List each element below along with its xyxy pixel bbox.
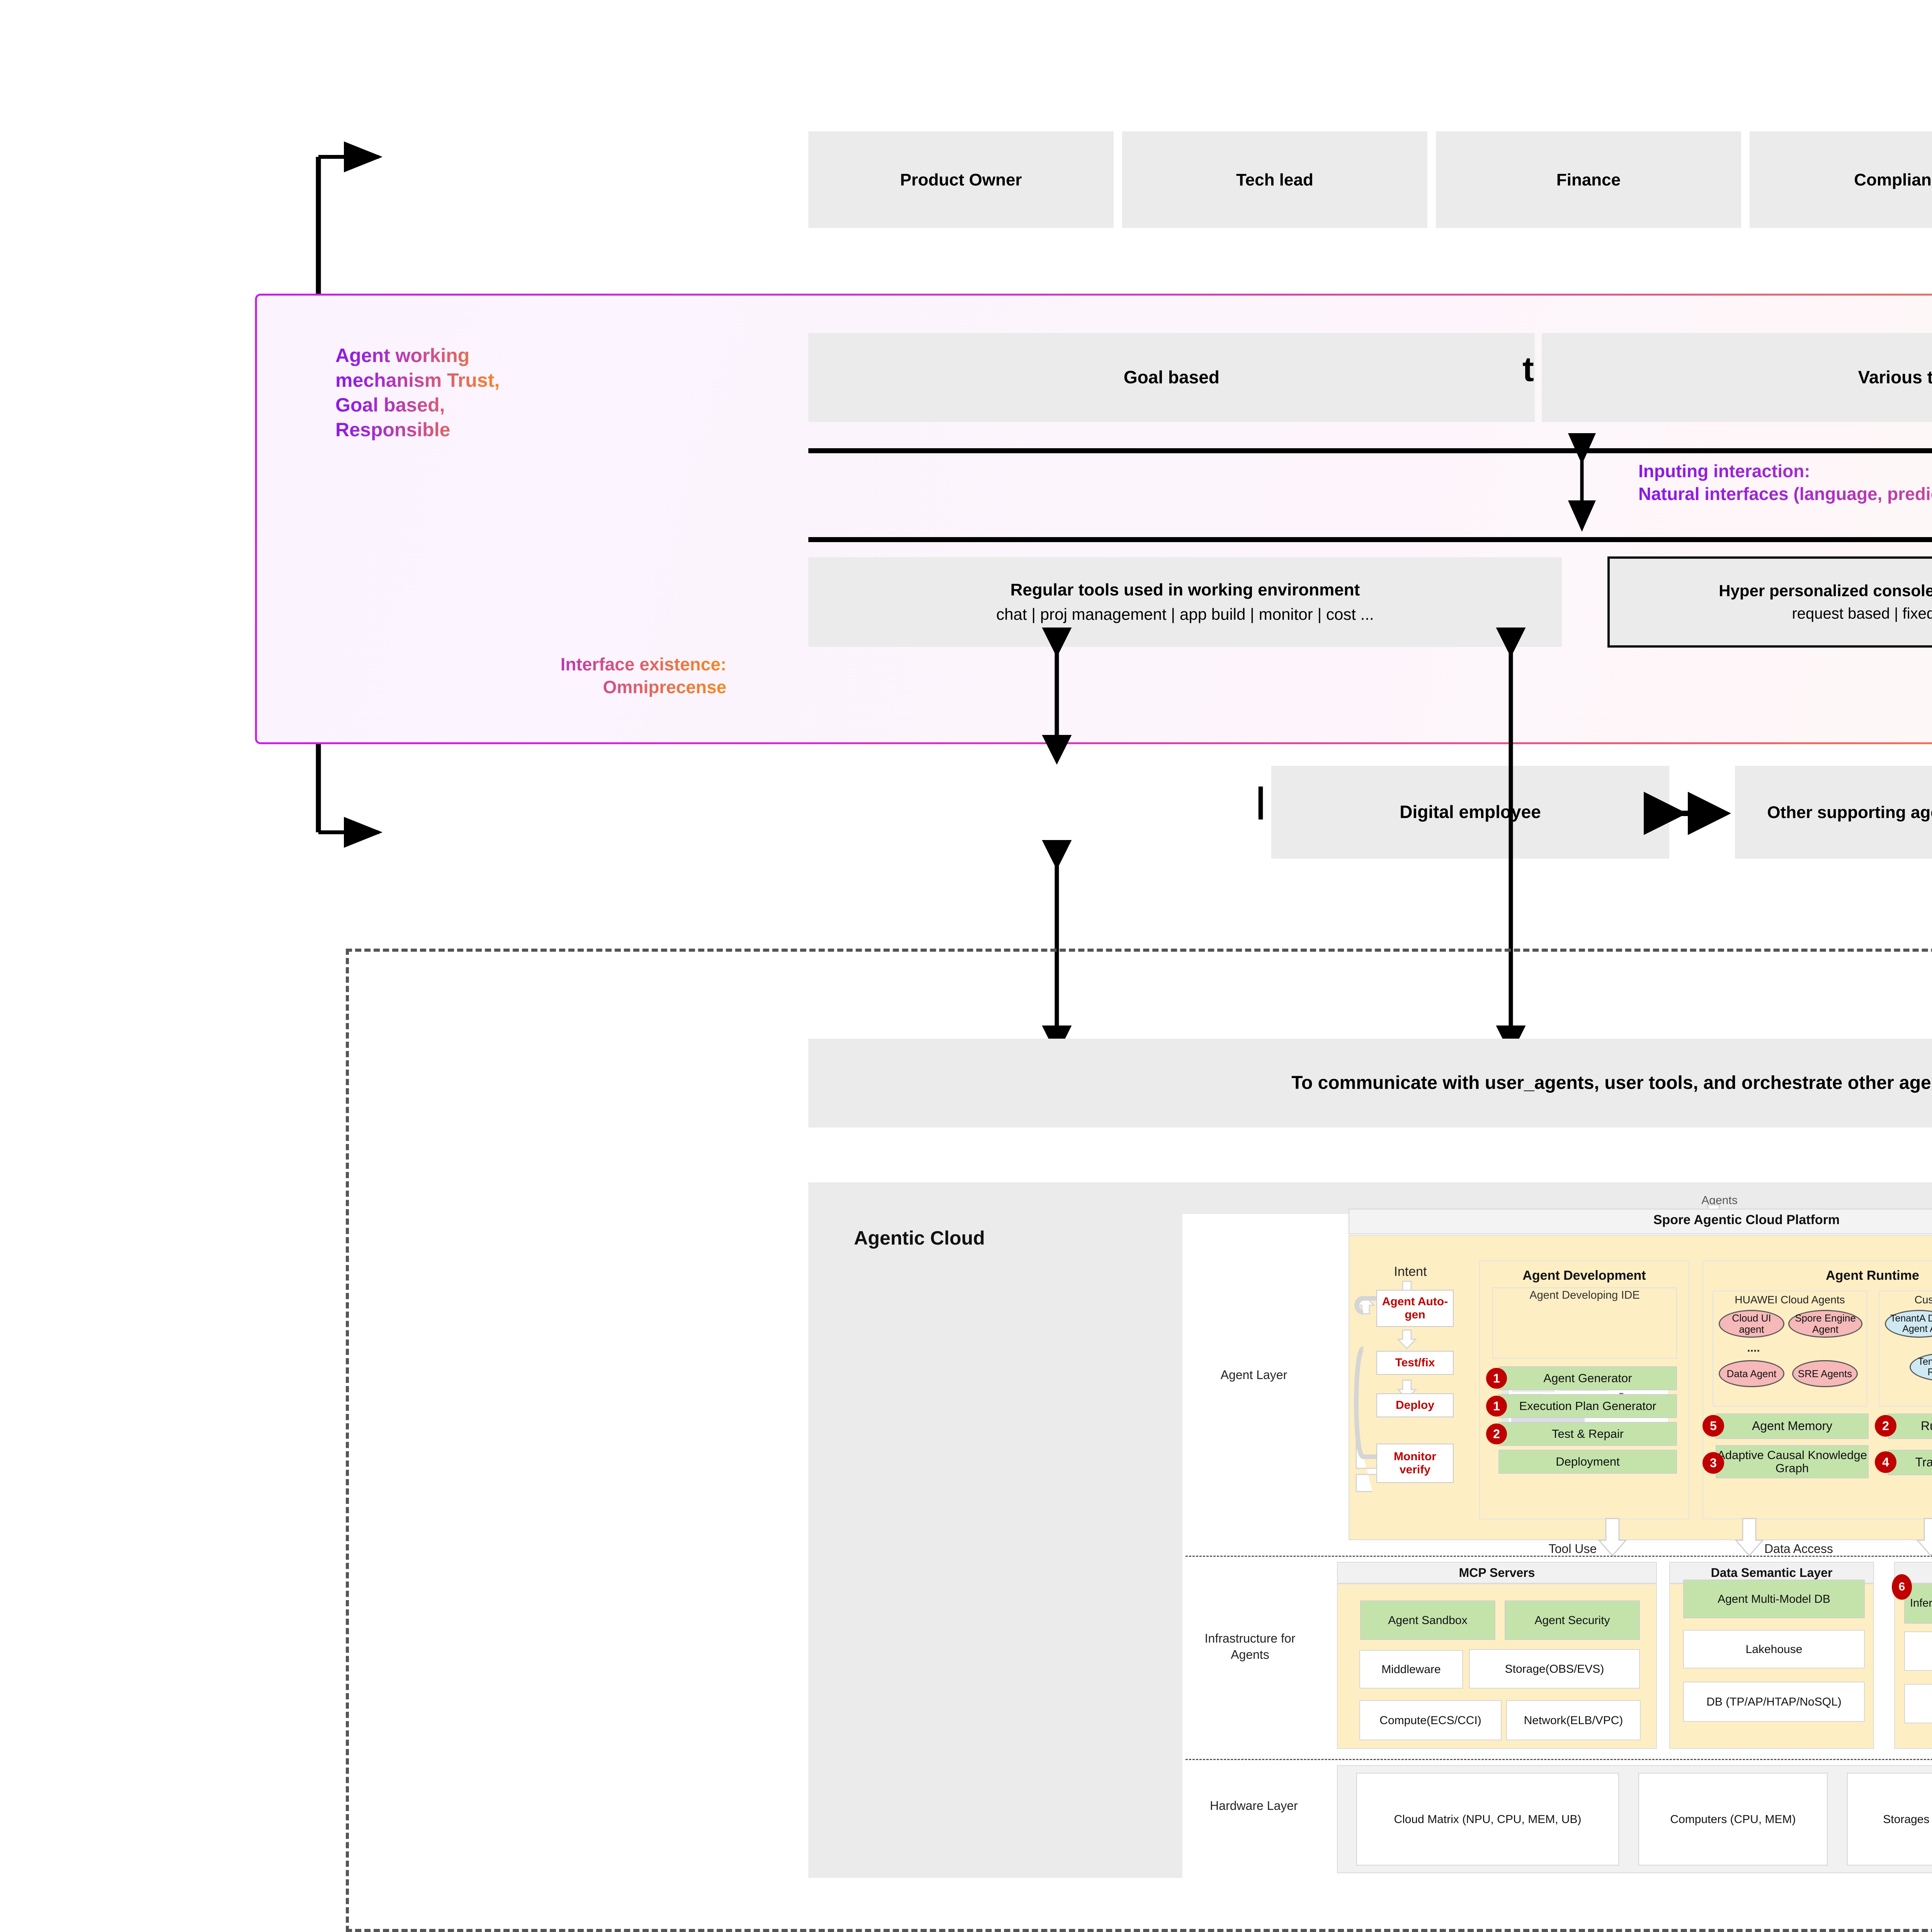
data-lakehouse[interactable]: Lakehouse (1683, 1630, 1865, 1668)
other-supporting-agents-box[interactable]: Other supporting agents (1735, 766, 1932, 859)
agent-runtime-title: Agent Runtime (1826, 1268, 1919, 1283)
stray-glyph-t: t (1522, 350, 1534, 389)
mcp-middleware[interactable]: Middleware (1359, 1650, 1463, 1689)
badge-adaptive-causal-knowledge-graph: 3 (1702, 1452, 1724, 1474)
persona-compliance[interactable]: Compliance (1750, 131, 1932, 228)
mcp-storage[interactable]: Storage(OBS/EVS) (1469, 1649, 1640, 1689)
agent-memory-item[interactable]: Agent Memory (1716, 1413, 1869, 1439)
row-label-agent-layer: Agent Layer (1220, 1368, 1287, 1382)
hyper-console-sub: request based | fixed ... (1792, 605, 1932, 622)
rule-lower (808, 537, 1932, 542)
agent-working-mechanism-label: Agent working mechanism Trust, Goal base… (335, 343, 502, 442)
layer-separator-upper (1185, 1556, 1932, 1557)
persona-finance[interactable]: Finance (1436, 131, 1741, 228)
deployment-item[interactable]: Deployment (1498, 1450, 1677, 1474)
persona-tech-lead[interactable]: Tech lead (1122, 131, 1427, 228)
adaptive-causal-knowledge-graph-item[interactable]: Adaptive Causal Knowledge Graph (1716, 1445, 1869, 1478)
intent-title: Intent (1394, 1264, 1427, 1279)
digital-employee-box[interactable]: Digital employee (1271, 766, 1669, 859)
oval-cloud-ui-agent[interactable]: Cloud UI agent (1719, 1310, 1784, 1338)
spore-platform-header (1349, 1209, 1932, 1234)
persona-product-owner[interactable]: Product Owner (808, 131, 1114, 228)
mcp-agent-security[interactable]: Agent Security (1505, 1600, 1640, 1640)
agentic-cloud-label: Agentic Cloud (854, 1227, 985, 1249)
badge-agent-memory: 5 (1702, 1415, 1724, 1437)
data-agent-multi-model-db[interactable]: Agent Multi-Model DB (1683, 1580, 1865, 1618)
layer-separator-lower (1185, 1759, 1932, 1760)
regular-tools-sub: chat | proj management | app build | mon… (996, 605, 1374, 624)
hyper-console-title: Hyper personalized console on demand (1719, 581, 1932, 600)
regular-tools-box[interactable]: Regular tools used in working environmen… (808, 557, 1562, 647)
huawei-cloud-agents-title: HUAWEI Cloud Agents (1735, 1294, 1845, 1306)
badge-execution-plan-generator: 1 (1486, 1396, 1507, 1417)
huawei-cloud-agents-group (1713, 1291, 1867, 1406)
agent-developing-ide-card (1492, 1287, 1677, 1359)
input-interaction-arrow (1568, 433, 1596, 532)
intent-step-deploy[interactable]: Deploy (1376, 1393, 1454, 1417)
oval-sre-agents[interactable]: SRE Agents (1792, 1360, 1858, 1387)
data-access-label: Data Access (1764, 1542, 1833, 1556)
layer-flow-arrows (1597, 1518, 1932, 1557)
badge-inference-framework-runtime: 6 (1892, 1574, 1912, 1600)
oval-data-agent[interactable]: Data Agent (1719, 1360, 1784, 1387)
test-and-repair-item[interactable]: Test & Repair (1498, 1422, 1677, 1446)
spore-platform-title: Spore Agentic Cloud Platform (1653, 1213, 1840, 1227)
oval-tenanta-data-agent-a[interactable]: TenantA Data Agent A (1885, 1310, 1932, 1338)
stray-glyph-bar: | (1256, 781, 1266, 820)
badge-runtime-judger: 2 (1875, 1415, 1896, 1437)
hyper-console-box[interactable]: Hyper personalized console on demand req… (1607, 556, 1932, 648)
hardware-cloud-matrix[interactable]: Cloud Matrix (NPU, CPU, MEM, UB) (1356, 1773, 1619, 1866)
rule-upper (808, 448, 1932, 453)
hardware-storages[interactable]: Storages (SSD/HDD) (1847, 1773, 1932, 1866)
execution-plan-generator-item[interactable]: Execution Plan Generator (1498, 1394, 1677, 1418)
orchestrate-bar[interactable]: To communicate with user_agents, user to… (808, 1039, 1932, 1128)
badge-transactional-env: 4 (1875, 1451, 1896, 1473)
goal-based-box[interactable]: Goal based (808, 333, 1535, 422)
mcp-servers-header: MCP Servers (1337, 1562, 1657, 1583)
maas-pangu[interactable]: Pangu (1904, 1631, 1932, 1671)
various-term-box[interactable]: Various term (short / mid / long) (1542, 333, 1932, 422)
tool-use-label: Tool Use (1548, 1542, 1597, 1556)
huawei-agents-ellipsis: .... (1747, 1342, 1760, 1354)
intent-step-test-fix[interactable]: Test/fix (1376, 1351, 1454, 1375)
mcp-compute[interactable]: Compute(ECS/CCI) (1359, 1700, 1502, 1740)
agent-developing-ide-caption: Agent Developing IDE (1529, 1289, 1640, 1301)
maas-inference-framework-runtime[interactable]: Inference Framework Runtime (1904, 1583, 1932, 1624)
badge-test-and-repair: 2 (1486, 1423, 1507, 1444)
agent-generator-item[interactable]: Agent Generator (1498, 1366, 1677, 1390)
badge-agent-generator: 1 (1486, 1368, 1507, 1389)
regular-tools-title: Regular tools used in working environmen… (1010, 580, 1360, 600)
hardware-computers[interactable]: Computers (CPU, MEM) (1638, 1773, 1828, 1866)
oval-tenanta-deep-research[interactable]: TenantA Deep Research (1910, 1352, 1932, 1382)
agentic-cloud-dashed-border (346, 949, 1932, 1932)
employee-agents-arrow (1644, 792, 1731, 835)
oval-spore-engine-agent[interactable]: Spore Engine Agent (1788, 1310, 1862, 1338)
intent-step-monitor-verify[interactable]: Monitor verify (1376, 1444, 1454, 1483)
data-db-types[interactable]: DB (TP/AP/HTAP/NoSQL) (1683, 1682, 1865, 1722)
customer-agents-title: Customer Agents (1914, 1294, 1932, 1306)
customer-agents-group (1879, 1291, 1932, 1406)
mcp-network[interactable]: Network(ELB/VPC) (1506, 1700, 1641, 1740)
intent-step-agent-autogen[interactable]: Agent Auto-gen (1376, 1290, 1454, 1327)
row-label-hardware: Hardware Layer (1210, 1799, 1298, 1813)
agent-development-title: Agent Development (1522, 1268, 1646, 1283)
maas-open-source-models[interactable]: Open source models (Qwen3, Kimi2, DS) (1904, 1684, 1932, 1723)
row-label-infrastructure: Infrastructure for Agents (1204, 1631, 1296, 1662)
mcp-agent-sandbox[interactable]: Agent Sandbox (1360, 1600, 1495, 1640)
